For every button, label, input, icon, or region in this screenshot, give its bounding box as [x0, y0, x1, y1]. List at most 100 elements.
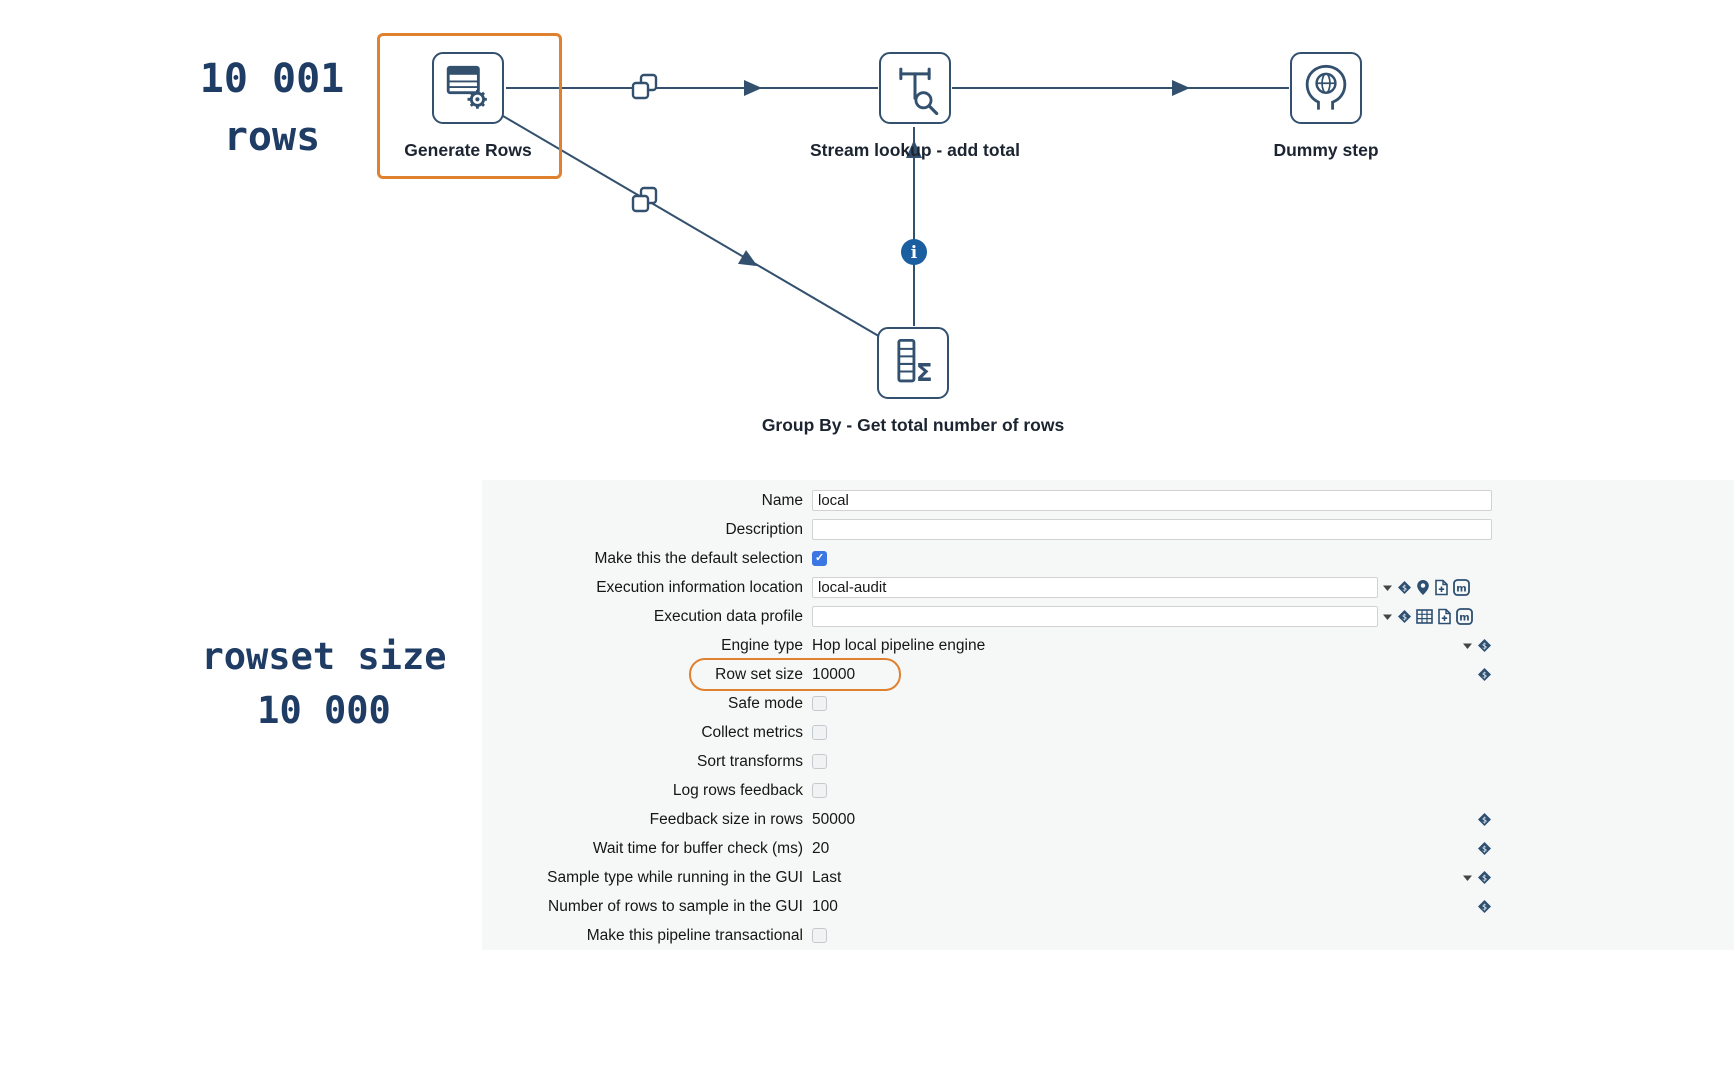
svg-text:$: $ [1402, 613, 1407, 622]
row-set-size-input[interactable]: 10000 [812, 665, 856, 683]
form-row-name: Name [482, 486, 1492, 515]
node-dummy-step[interactable]: Dummy step [1273, 52, 1379, 160]
form-row-row-set-size: Row set size 10000 $ [482, 660, 1492, 689]
wait-time-input[interactable]: 20 [812, 839, 830, 857]
node-generate-rows[interactable]: Generate Rows [404, 52, 532, 160]
default-selection-checkbox[interactable] [812, 551, 827, 566]
variable-icon[interactable]: $ [1477, 667, 1492, 682]
node-label: Dummy step [1273, 140, 1379, 160]
field-label: Make this pipeline transactional [586, 926, 803, 944]
annotation-rowset-size: rowset size 10 000 [148, 630, 500, 737]
execution-info-location-input[interactable] [812, 577, 1378, 598]
form-row-description: Description [482, 515, 1492, 544]
form-row-sort-transforms: Sort transforms [482, 747, 1492, 776]
info-hop-icon[interactable]: i [901, 239, 927, 265]
form-row-feedback-size: Feedback size in rows 50000 $ [482, 805, 1492, 834]
annotation-line: rowset size [201, 635, 447, 678]
dropdown-arrow-icon[interactable] [1462, 642, 1473, 650]
svg-text:Σ: Σ [916, 358, 933, 387]
svg-text:$: $ [1402, 584, 1407, 593]
transactional-checkbox[interactable] [812, 928, 827, 943]
svg-text:$: $ [1482, 816, 1487, 825]
svg-text:m: m [1456, 584, 1466, 595]
form-row-sample-rows: Number of rows to sample in the GUI 100 … [482, 892, 1492, 921]
annotation-line: rows [223, 114, 321, 160]
variable-icon[interactable]: $ [1477, 638, 1492, 653]
sort-transforms-checkbox[interactable] [812, 754, 827, 769]
svg-text:$: $ [1482, 671, 1487, 680]
node-group-by[interactable]: Σ Group By - Get total number of rows [762, 327, 1064, 435]
svg-text:$: $ [1482, 903, 1487, 912]
name-input[interactable] [812, 490, 1492, 511]
new-file-icon[interactable] [1437, 608, 1452, 625]
sample-rows-input[interactable]: 100 [812, 897, 838, 915]
svg-text:m: m [1459, 613, 1469, 624]
variable-icon[interactable]: $ [1477, 870, 1492, 885]
field-label: Execution data profile [653, 607, 803, 625]
form-row-engine-type: Engine type Hop local pipeline engine $ [482, 631, 1492, 660]
node-stream-lookup[interactable]: Stream lookup - add total [810, 52, 1020, 160]
svg-text:i: i [911, 243, 918, 263]
generate-rows-icon [432, 52, 504, 124]
field-label: Safe mode [728, 694, 803, 712]
run-configuration-panel: Name Description Make this the default s… [482, 480, 1734, 950]
group-by-icon: Σ [877, 327, 949, 399]
field-label: Log rows feedback [672, 781, 803, 799]
field-label: Collect metrics [701, 723, 803, 741]
collect-metrics-checkbox[interactable] [812, 725, 827, 740]
variable-icon[interactable]: $ [1397, 609, 1412, 624]
dropdown-arrow-icon[interactable] [1462, 874, 1473, 882]
metadata-icon[interactable]: m [1456, 608, 1473, 625]
annotation-highlight-generate-rows [377, 33, 562, 179]
annotation-highlight-row-set-size [689, 658, 901, 691]
grid-icon[interactable] [1416, 609, 1433, 624]
new-file-icon[interactable] [1434, 579, 1449, 596]
form-row-wait-time: Wait time for buffer check (ms) 20 $ [482, 834, 1492, 863]
dropdown-arrow-icon[interactable] [1382, 584, 1393, 592]
form-row-transactional: Make this pipeline transactional [482, 921, 1492, 950]
node-label: Group By - Get total number of rows [761, 415, 1065, 435]
execution-data-profile-input[interactable] [812, 606, 1378, 627]
field-label: Row set size [715, 665, 803, 683]
field-label: Sort transforms [697, 752, 803, 770]
hop-connections: i [502, 73, 1289, 339]
field-label: Name [761, 491, 803, 509]
annotation-row-count: 10 001 rows [150, 50, 394, 166]
sample-type-dropdown[interactable]: Last [812, 868, 842, 886]
location-icon[interactable] [1416, 579, 1430, 596]
node-label: Generate Rows [404, 140, 532, 160]
annotation-line: 10 000 [257, 688, 391, 732]
field-label: Wait time for buffer check (ms) [592, 839, 803, 857]
safe-mode-checkbox[interactable] [812, 696, 827, 711]
stream-lookup-icon [879, 52, 951, 124]
copy-rows-icon[interactable] [631, 186, 658, 213]
form-row-execution-info-location: Execution information location $ m [482, 573, 1492, 602]
variable-icon[interactable]: $ [1477, 841, 1492, 856]
form-row-execution-data-profile: Execution data profile $ m [482, 602, 1492, 631]
form-row-sample-type: Sample type while running in the GUI Las… [482, 863, 1492, 892]
variable-icon[interactable]: $ [1397, 580, 1412, 595]
variable-icon[interactable]: $ [1477, 899, 1492, 914]
field-label: Description [725, 520, 803, 538]
field-label: Execution information location [596, 578, 803, 596]
dropdown-arrow-icon[interactable] [1382, 613, 1393, 621]
feedback-size-input[interactable]: 50000 [812, 810, 856, 828]
log-rows-feedback-checkbox[interactable] [812, 783, 827, 798]
field-label: Feedback size in rows [649, 810, 803, 828]
description-input[interactable] [812, 519, 1492, 540]
metadata-icon[interactable]: m [1453, 579, 1470, 596]
node-label: Stream lookup - add total [809, 140, 1021, 160]
form-row-log-rows-feedback: Log rows feedback [482, 776, 1492, 805]
annotation-line: 10 001 [199, 56, 345, 102]
field-label: Sample type while running in the GUI [547, 868, 803, 886]
dummy-step-icon [1290, 52, 1362, 124]
svg-text:$: $ [1482, 642, 1487, 651]
copy-rows-icon[interactable] [631, 73, 658, 100]
variable-icon[interactable]: $ [1477, 812, 1492, 827]
engine-type-dropdown[interactable]: Hop local pipeline engine [812, 636, 986, 654]
form-row-collect-metrics: Collect metrics [482, 718, 1492, 747]
field-label: Number of rows to sample in the GUI [548, 897, 803, 915]
svg-text:$: $ [1482, 845, 1487, 854]
form-row-default-selection: Make this the default selection [482, 544, 1492, 573]
